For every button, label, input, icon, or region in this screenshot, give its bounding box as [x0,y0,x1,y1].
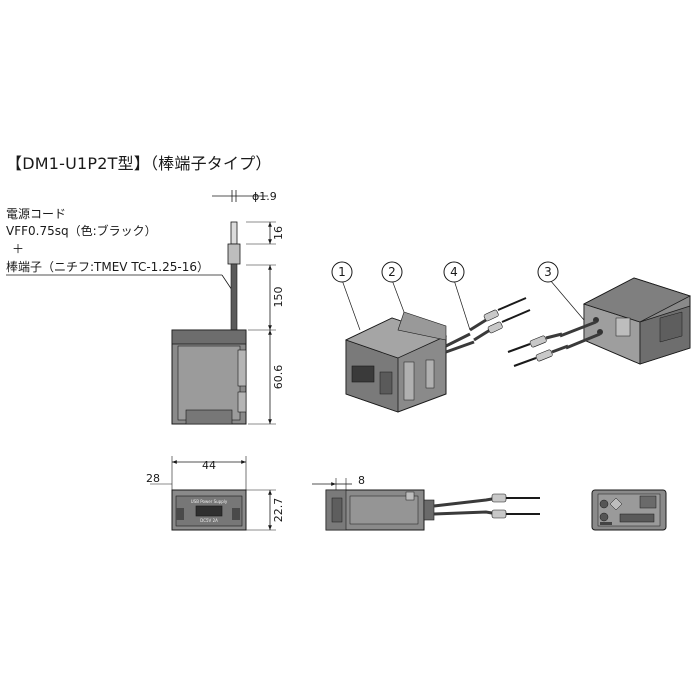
iso-front-view [341,279,531,413]
back-view [591,489,667,531]
dim-60-6: 60.6 [272,365,285,390]
front-label-line2: DC5V 2A [200,518,218,523]
dim-8: 8 [358,474,365,487]
callout-1: 1 [331,261,353,283]
terminal-spec: 棒端子（ニチフ:TMEV TC-1.25-16） [6,260,209,274]
cord-spec: VFF0.75sq（色:ブラック） [6,224,157,238]
callout-3: 3 [537,261,559,283]
cord-label: 電源コード [6,207,67,221]
iso-rear-view [507,277,692,367]
callout-1-label: 1 [338,265,346,279]
page-title: 【DM1-U1P2T型】（棒端子タイプ） [6,154,272,173]
callout-4: 4 [443,261,465,283]
top-view: 8 [312,474,540,531]
side-view: ϕ1.9 16 150 60.6 [6,190,285,425]
dim-44: 44 [202,459,216,472]
usb-port [195,505,223,517]
dim-150: 150 [272,287,285,308]
callout-2: 2 [381,261,403,283]
front-view: 44 28 USB Power Supply DC5V 2A 22.7 [146,456,285,531]
dim-22-7: 22.7 [272,498,285,523]
callout-3-label: 3 [544,265,552,279]
dim-16: 16 [272,226,285,240]
dim-28: 28 [146,472,160,485]
front-label-line1: USB Power Supply [191,499,228,504]
plus-sign: ＋ [12,242,25,256]
callout-4-label: 4 [450,265,458,279]
callout-2-label: 2 [388,265,396,279]
dim-phi: ϕ1.9 [252,190,277,203]
